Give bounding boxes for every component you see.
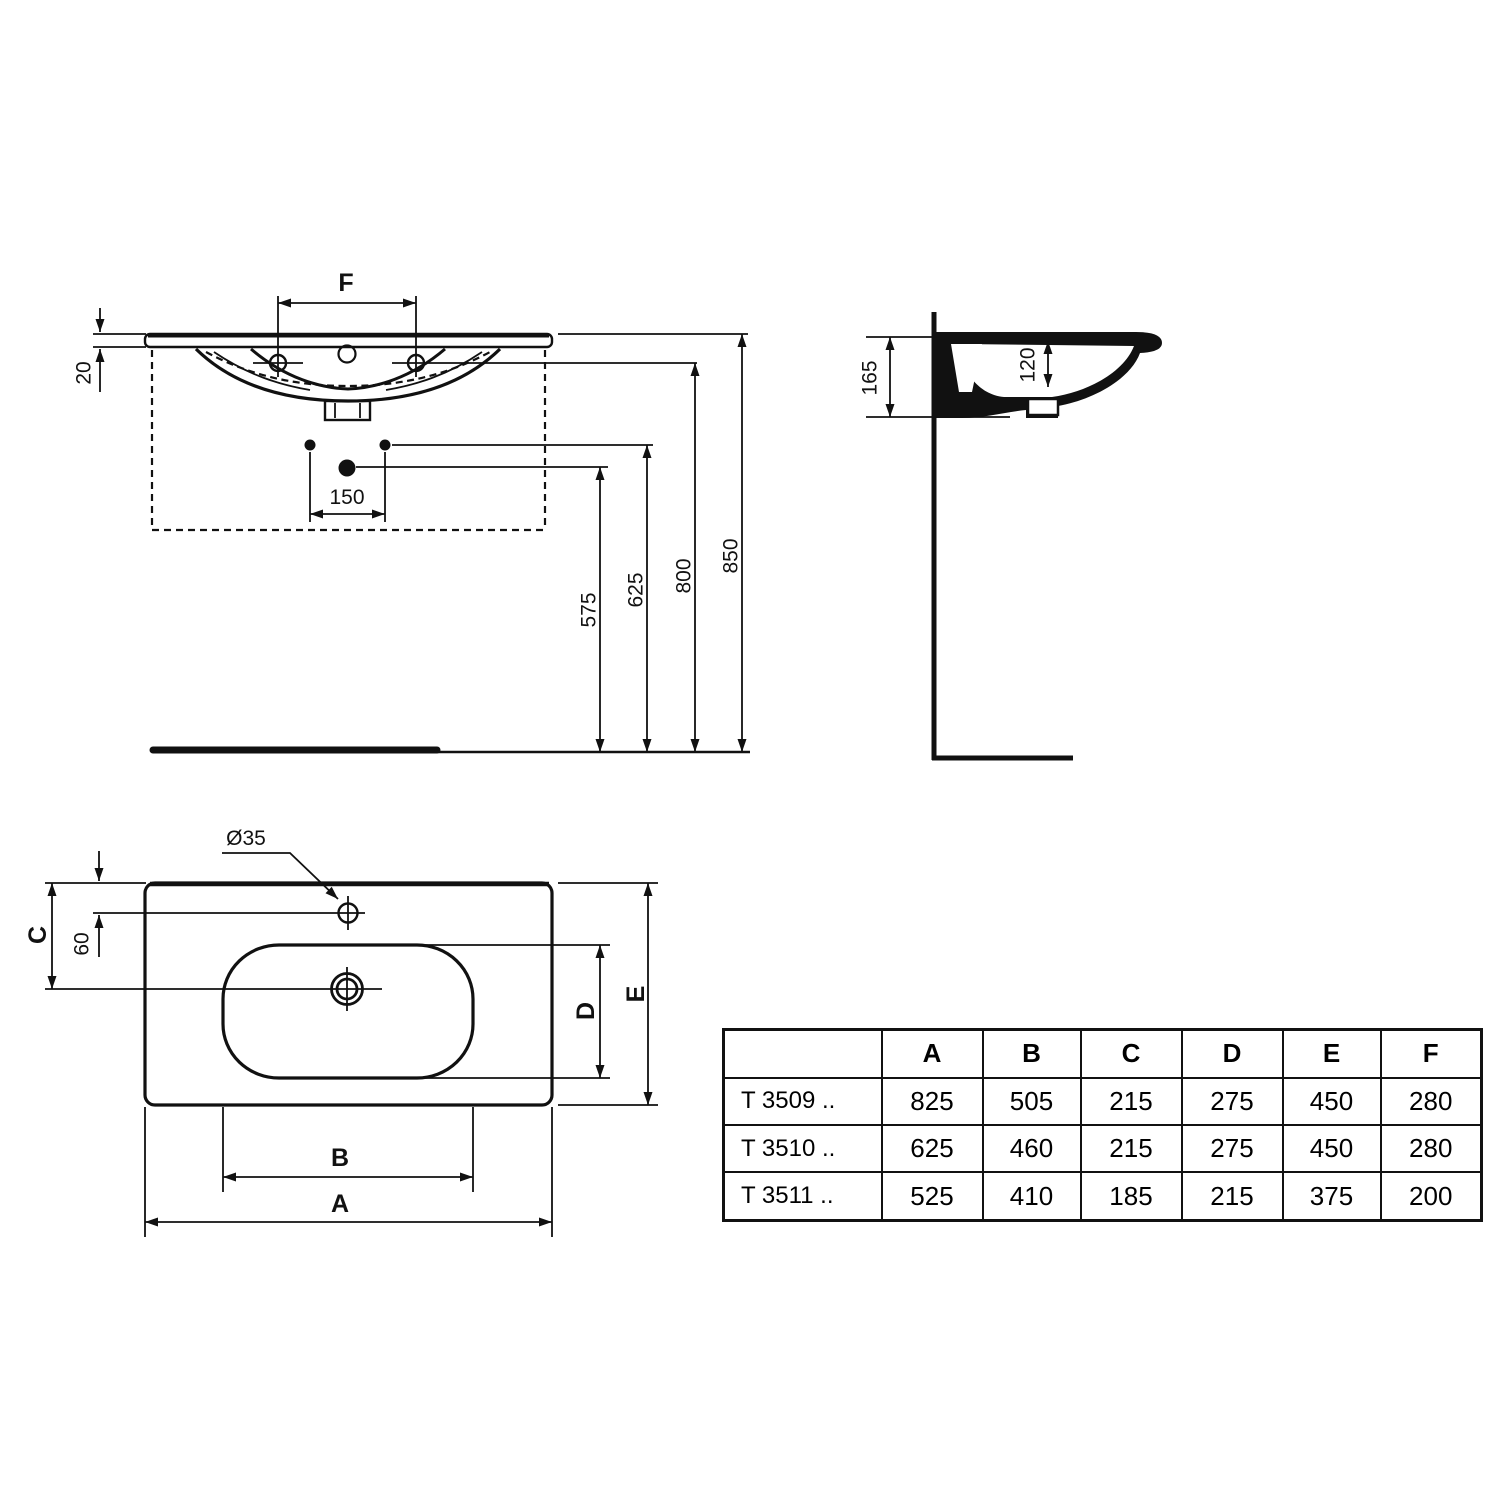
- dim-20: 20: [73, 308, 146, 392]
- dimension-table: A B C D E F T 3509 .. 825 505 215 275 45…: [722, 1028, 1483, 1222]
- table-header-E: E: [1281, 1028, 1382, 1079]
- table-header-row: A B C D E F: [722, 1028, 1483, 1079]
- cell-value: 625: [880, 1123, 984, 1174]
- front-bowl-hidden-dashed-curve: [205, 351, 491, 388]
- dim-575-label: 575: [578, 592, 601, 627]
- siphon-dot: [338, 459, 356, 477]
- top-tap-hole: [337, 902, 359, 924]
- front-drain-box: [323, 399, 372, 422]
- dim-B: B: [222, 1107, 474, 1192]
- model-label: T 3510 ..: [722, 1123, 883, 1174]
- dim-A: A: [144, 1107, 553, 1237]
- side-bowl-cavity: [958, 344, 1134, 397]
- dim-tap-diameter-label: Ø35: [226, 827, 266, 850]
- cell-value: 280: [1379, 1076, 1483, 1126]
- dim-165-label: 165: [859, 360, 882, 395]
- dim-150: 150: [309, 452, 386, 522]
- dim-850: 850: [720, 334, 747, 752]
- dim-800: 800: [673, 363, 700, 752]
- dim-D: D: [390, 944, 610, 1079]
- front-view: F 20 150 575 625: [73, 269, 750, 754]
- front-bowl-left-accent: [213, 351, 311, 391]
- dim-tap-diameter: Ø35: [222, 827, 339, 900]
- cell-value: 825: [880, 1076, 984, 1126]
- dim-C: C: [24, 882, 146, 989]
- dim-120: 120: [1017, 341, 1053, 387]
- fixing-dot-right: [379, 439, 391, 451]
- dim-60-label: 60: [71, 932, 94, 955]
- table-header-F: F: [1379, 1028, 1483, 1079]
- dim-850-label: 850: [720, 538, 743, 573]
- cell-value: 215: [1079, 1076, 1183, 1126]
- dim-E: E: [558, 882, 658, 1106]
- dim-B-label: B: [331, 1144, 349, 1172]
- cell-value: 410: [981, 1171, 1082, 1222]
- cell-value: 505: [981, 1076, 1082, 1126]
- fixing-dot-left: [304, 439, 316, 451]
- model-label: T 3511 ..: [722, 1171, 883, 1222]
- table-row: T 3511 .. 525 410 185 215 375 200: [722, 1171, 1483, 1222]
- top-view: Ø35 C 60 D: [24, 827, 658, 1237]
- table-header-C: C: [1079, 1028, 1183, 1079]
- table-row: T 3509 .. 825 505 215 275 450 280: [722, 1076, 1483, 1126]
- cell-value: 215: [1079, 1123, 1183, 1174]
- cell-value: 215: [1180, 1171, 1284, 1222]
- top-drain-outer: [330, 972, 364, 1006]
- dim-20-label: 20: [73, 361, 96, 384]
- dim-C-label: C: [24, 926, 52, 944]
- front-bowl-right-accent: [385, 351, 483, 391]
- dim-575: 575: [578, 467, 605, 752]
- cell-value: 200: [1379, 1171, 1483, 1222]
- dim-625: 625: [625, 445, 652, 752]
- top-drain-inner: [335, 977, 359, 1001]
- dim-F: F: [277, 269, 417, 377]
- cell-value: 450: [1281, 1123, 1382, 1174]
- dim-150-label: 150: [329, 486, 364, 509]
- cell-value: 450: [1281, 1076, 1382, 1126]
- top-bowl-outline: [221, 943, 475, 1080]
- dim-800-label: 800: [673, 558, 696, 593]
- dim-120-label: 120: [1017, 347, 1040, 382]
- cell-value: 280: [1379, 1123, 1483, 1174]
- front-overflow-hole: [337, 344, 357, 364]
- cell-value: 275: [1180, 1123, 1284, 1174]
- table-header-B: B: [981, 1028, 1082, 1079]
- dim-E-label: E: [622, 986, 650, 1003]
- table-row: T 3510 .. 625 460 215 275 450 280: [722, 1123, 1483, 1174]
- cell-value: 275: [1180, 1076, 1284, 1126]
- dim-D-label: D: [572, 1002, 600, 1020]
- model-label: T 3509 ..: [722, 1076, 883, 1126]
- cell-value: 460: [981, 1123, 1082, 1174]
- dim-60: 60: [71, 851, 104, 957]
- cell-value: 185: [1079, 1171, 1183, 1222]
- dim-tap-diameter-leader: [222, 852, 339, 900]
- dim-625-label: 625: [625, 572, 648, 607]
- table-header-D: D: [1180, 1028, 1284, 1079]
- dim-165: 165: [859, 336, 1010, 418]
- table-header-A: A: [880, 1028, 984, 1079]
- side-drain-box: [1026, 397, 1060, 417]
- front-bowl-outer-curve: [194, 347, 502, 403]
- dim-A-label: A: [331, 1190, 349, 1218]
- dim-F-label: F: [338, 269, 353, 297]
- table-header-empty: [722, 1028, 883, 1079]
- cell-value: 525: [880, 1171, 984, 1222]
- side-view: 165 120: [859, 312, 1162, 761]
- side-overflow-channel: [951, 344, 982, 392]
- cell-value: 375: [1281, 1171, 1382, 1222]
